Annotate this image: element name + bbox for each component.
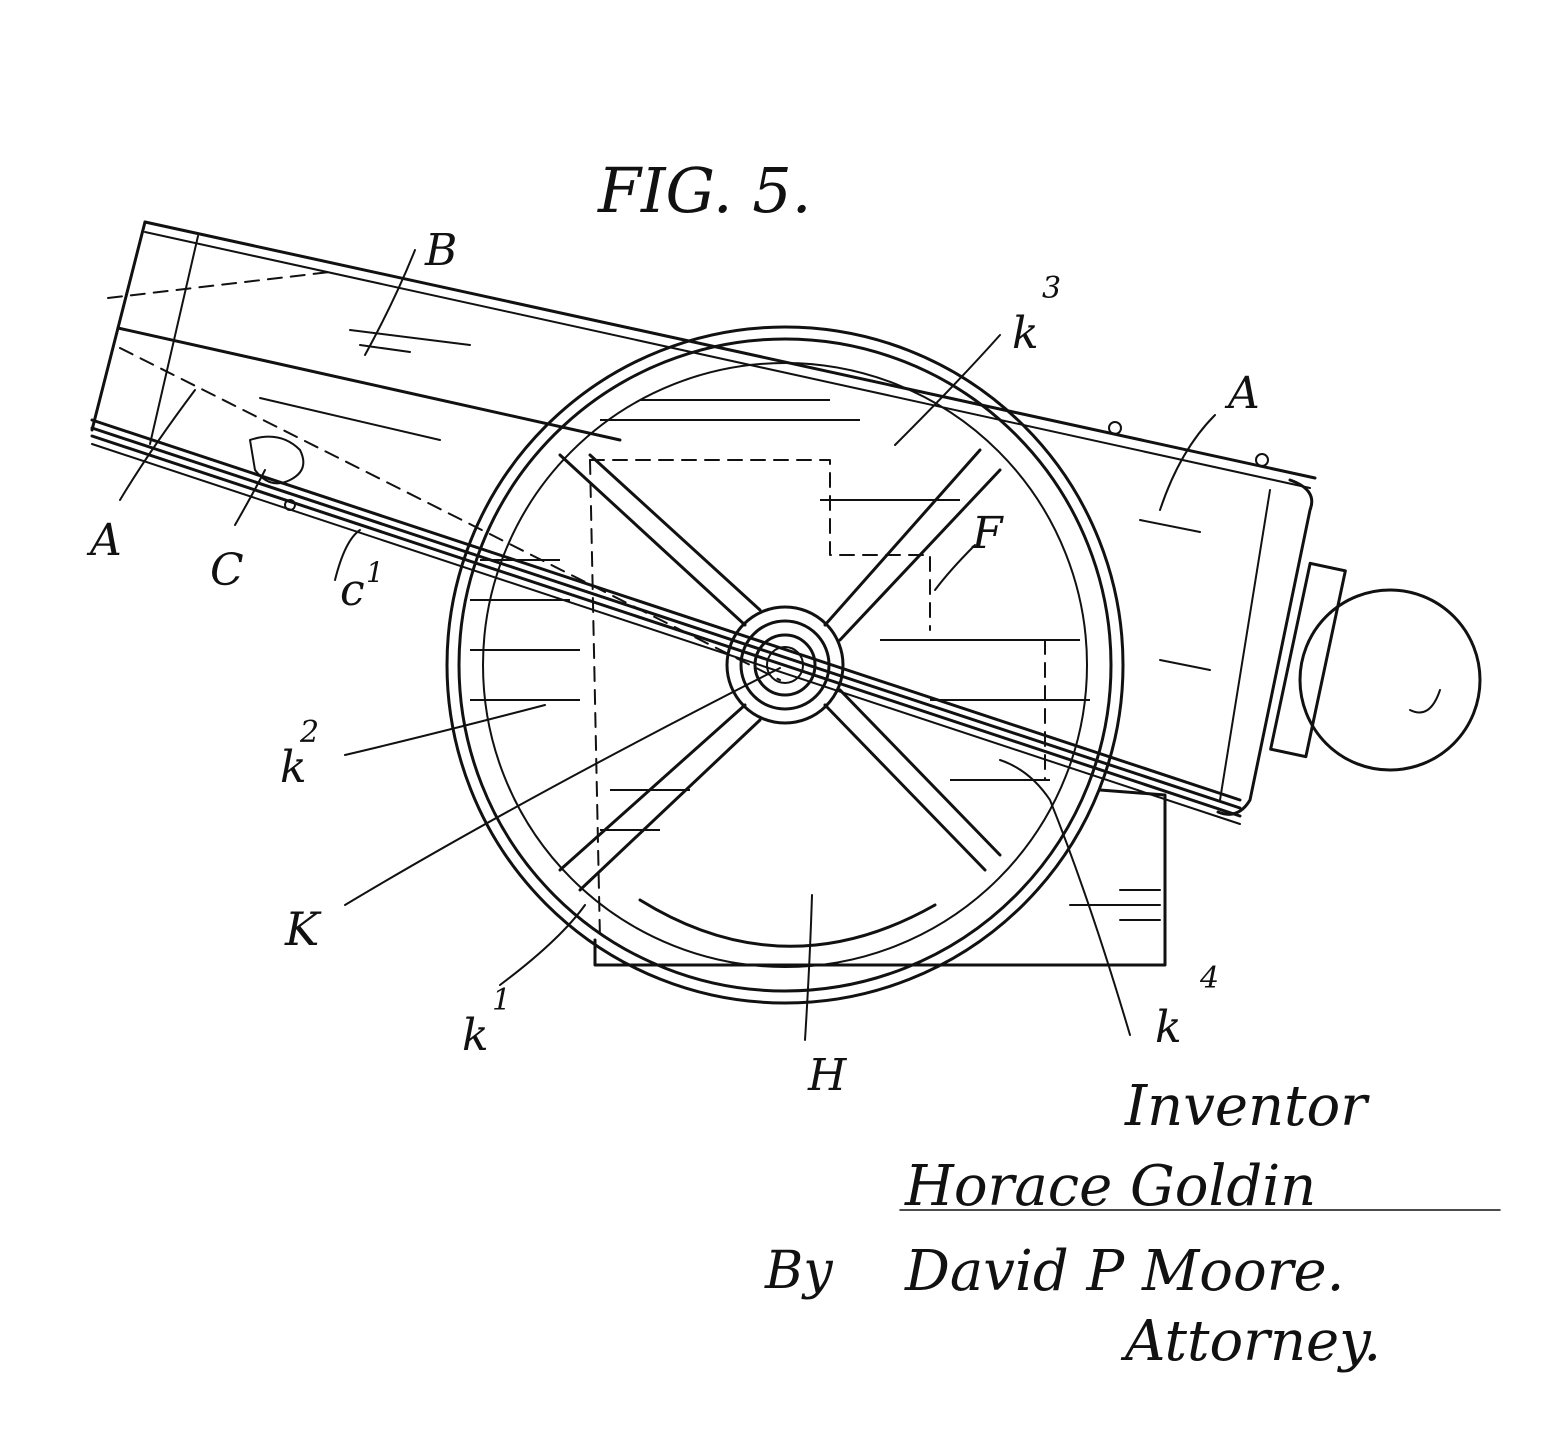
figure-title: FIG. 5. [597,154,811,227]
leader-lines [119,249,1216,1041]
label-A-right: A [1224,368,1260,419]
label-k1: k [462,1010,489,1061]
label-k4: k [1155,1002,1182,1053]
attorney-title: Attorney. [1120,1309,1381,1374]
label-C: C [210,545,244,596]
carriage-block [593,788,1167,967]
label-k1-sup: 1 [492,983,511,1018]
label-H: H [807,1050,848,1101]
by-label: By [764,1241,833,1301]
label-c1-sup: 1 [366,556,384,589]
inventor-name: Horace Goldin [904,1154,1316,1219]
label-k3-sup: 3 [1042,271,1061,306]
label-A-left: A [86,515,122,566]
reference-labels: B k 3 A A C c 1 F k 2 K k 1 H k 4 [86,225,1260,1101]
inventor-heading: Inventor [1124,1074,1370,1139]
label-k3: k [1012,308,1039,359]
wheel [445,325,1125,1005]
label-k2: k [280,742,307,793]
signature-block: Inventor Horace Goldin By David P Moore.… [764,1074,1501,1374]
label-K: K [284,902,322,956]
cannon-barrel [90,220,1482,825]
attorney-name: David P Moore. [904,1239,1344,1304]
label-k2-sup: 2 [299,715,319,750]
label-k4-sup: 4 [1199,961,1219,996]
label-F: F [971,508,1004,559]
label-c1: c [340,565,365,616]
label-B: B [424,225,457,276]
